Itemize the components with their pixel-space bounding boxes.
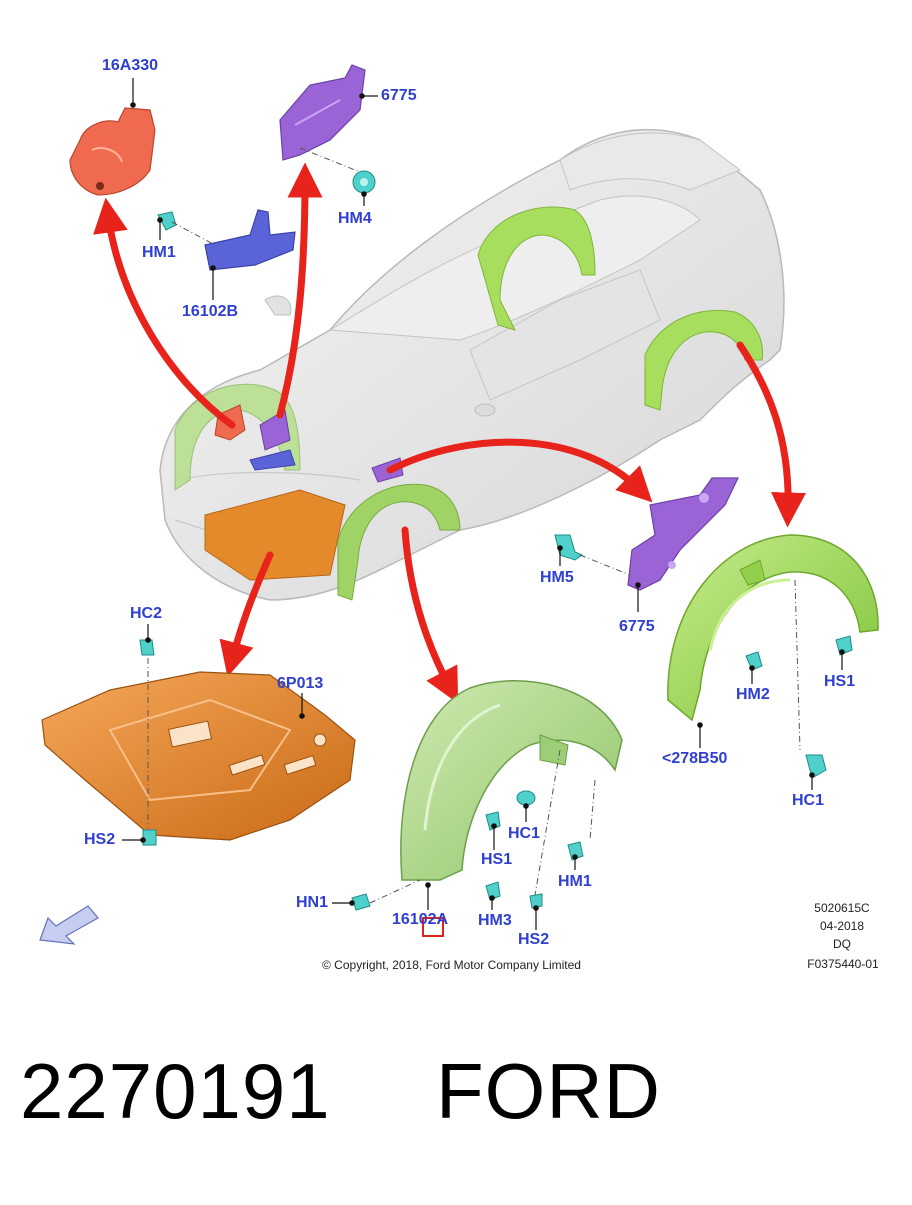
heat-shield-16a330 — [69, 107, 156, 196]
label-hm4: HM4 — [338, 210, 372, 227]
label-hc1-right: HC1 — [792, 792, 825, 809]
part-number: 2270191 — [20, 1047, 331, 1135]
wheel-liner-278b50 — [667, 534, 879, 722]
label-hs2-mid: HS2 — [518, 931, 550, 948]
label-16102a: 16102A — [392, 911, 449, 928]
installed-parts — [174, 206, 764, 601]
label-16a330: 16A330 — [102, 57, 159, 74]
label-hc2: HC2 — [130, 605, 163, 622]
clip-hm4 — [352, 170, 376, 194]
figure-id: F0375440-01 — [807, 957, 879, 971]
label-hm1-mid: HM1 — [558, 873, 592, 890]
label-16102b: 16102B — [182, 303, 239, 320]
label-hm2: HM2 — [736, 686, 770, 703]
label-278b50: <278B50 — [662, 750, 728, 767]
clip-hm3 — [485, 881, 501, 901]
highlight-box — [422, 917, 444, 937]
label-hs2-left: HS2 — [84, 831, 116, 848]
direction-arrow-icon — [39, 905, 99, 945]
label-hn1: HN1 — [296, 894, 329, 911]
label-hm1-top: HM1 — [142, 244, 176, 261]
copyright-notice: © Copyright, 2018, Ford Motor Company Li… — [322, 958, 581, 972]
clip-hs2-mid — [529, 893, 543, 909]
clip-hc1-mid — [516, 790, 536, 806]
wheel-liner-16102a — [400, 680, 623, 881]
label-hc1-mid: HC1 — [508, 825, 541, 842]
clip-hc1-right — [805, 754, 827, 779]
leader-lines — [122, 78, 845, 930]
label-6p013: 6P013 — [277, 675, 324, 692]
figure-code: 5020615C — [814, 901, 870, 915]
label-hm3: HM3 — [478, 912, 512, 929]
insulator-6775-mid — [627, 477, 739, 591]
figure-region: DQ — [833, 937, 851, 951]
label-hs1-right: HS1 — [824, 673, 856, 690]
label-hs1-mid: HS1 — [481, 851, 513, 868]
clip-hm2 — [745, 651, 763, 671]
clip-hs2-left — [142, 829, 157, 846]
clip-hm1-mid — [567, 841, 584, 861]
label-6775-top: 6775 — [381, 87, 417, 104]
callout-arrows — [93, 162, 806, 704]
clip-hn1 — [351, 893, 371, 911]
splash-shield-6p013 — [41, 671, 356, 841]
shield-16102b — [204, 209, 296, 271]
vehicle-body — [159, 128, 785, 601]
insulator-6775-top — [279, 64, 366, 161]
clip-hm1-top — [157, 211, 177, 231]
brand-name: FORD — [436, 1047, 661, 1135]
label-hm5: HM5 — [540, 569, 574, 586]
figure-date: 04-2018 — [819, 919, 865, 933]
label-6775-mid: 6775 — [619, 618, 655, 635]
